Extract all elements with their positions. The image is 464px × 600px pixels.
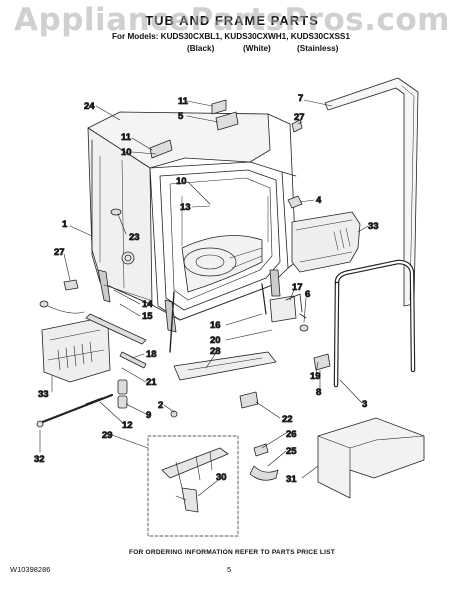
callout-21: 21: [146, 377, 157, 388]
callout-17: 17: [292, 282, 303, 293]
callout-16: 16: [210, 320, 221, 331]
callout-22: 22: [282, 414, 293, 425]
callout-4: 4: [316, 195, 322, 206]
callout-23: 23: [129, 232, 140, 243]
callout-26: 26: [286, 429, 297, 440]
callout-1: 1: [62, 219, 68, 230]
callout-20: 20: [210, 335, 221, 346]
callout-33-left: 33: [38, 389, 49, 400]
variant-white: (White): [243, 44, 271, 53]
callout-33-right: 33: [368, 221, 379, 232]
callout-24: 24: [84, 101, 95, 112]
callout-11: 11: [121, 132, 132, 143]
hardware: [36, 119, 331, 481]
side-insulation-right: [291, 211, 361, 273]
callout-3: 3: [362, 399, 367, 410]
door-gasket-upper: [324, 77, 419, 307]
document-part-number: W10398286: [10, 565, 51, 574]
callout-14: 14: [142, 299, 153, 310]
page-number: 5: [227, 565, 232, 574]
pump-assembly-box: [147, 435, 239, 537]
callout-18: 18: [146, 349, 157, 360]
tub-assembly: [87, 99, 297, 333]
callout-9: 9: [146, 410, 151, 421]
callout-6: 6: [305, 289, 310, 300]
variant-stainless: (Stainless): [297, 44, 339, 53]
models-line: For Models: KUDS30CXBL1, KUDS30CXWH1, KU…: [112, 32, 350, 41]
base-pan: [317, 417, 425, 499]
callout-15: 15: [142, 311, 153, 322]
callout-11-top: 11: [178, 96, 189, 107]
callout-13: 13: [180, 202, 191, 213]
callout-12: 12: [122, 420, 133, 431]
ordering-note: FOR ORDERING INFORMATION REFER TO PARTS …: [129, 549, 335, 556]
callout-10: 10: [121, 147, 132, 158]
callout-31: 31: [286, 474, 297, 485]
callout-28: 28: [210, 346, 221, 357]
callout-8: 8: [316, 387, 321, 398]
callout-32: 32: [34, 454, 45, 465]
callout-5: 5: [178, 111, 184, 122]
callout-labels: 24 11 5 11 10 7 27 10 13 4 1 23 33 27 17…: [34, 93, 379, 486]
callout-25: 25: [286, 446, 297, 457]
variant-black: (Black): [187, 44, 215, 53]
callout-19: 19: [310, 371, 321, 382]
callout-29: 29: [102, 430, 113, 441]
callout-30: 30: [216, 472, 227, 483]
callout-27-left: 27: [54, 247, 65, 258]
leader-lines: [39, 99, 369, 497]
side-insulation-left: [41, 317, 111, 383]
callout-10-mid: 10: [176, 176, 187, 187]
callout-2: 2: [158, 400, 163, 411]
page-title: TUB AND FRAME PARTS: [145, 13, 319, 28]
callout-27-top: 27: [294, 112, 305, 123]
callout-7: 7: [298, 93, 303, 104]
